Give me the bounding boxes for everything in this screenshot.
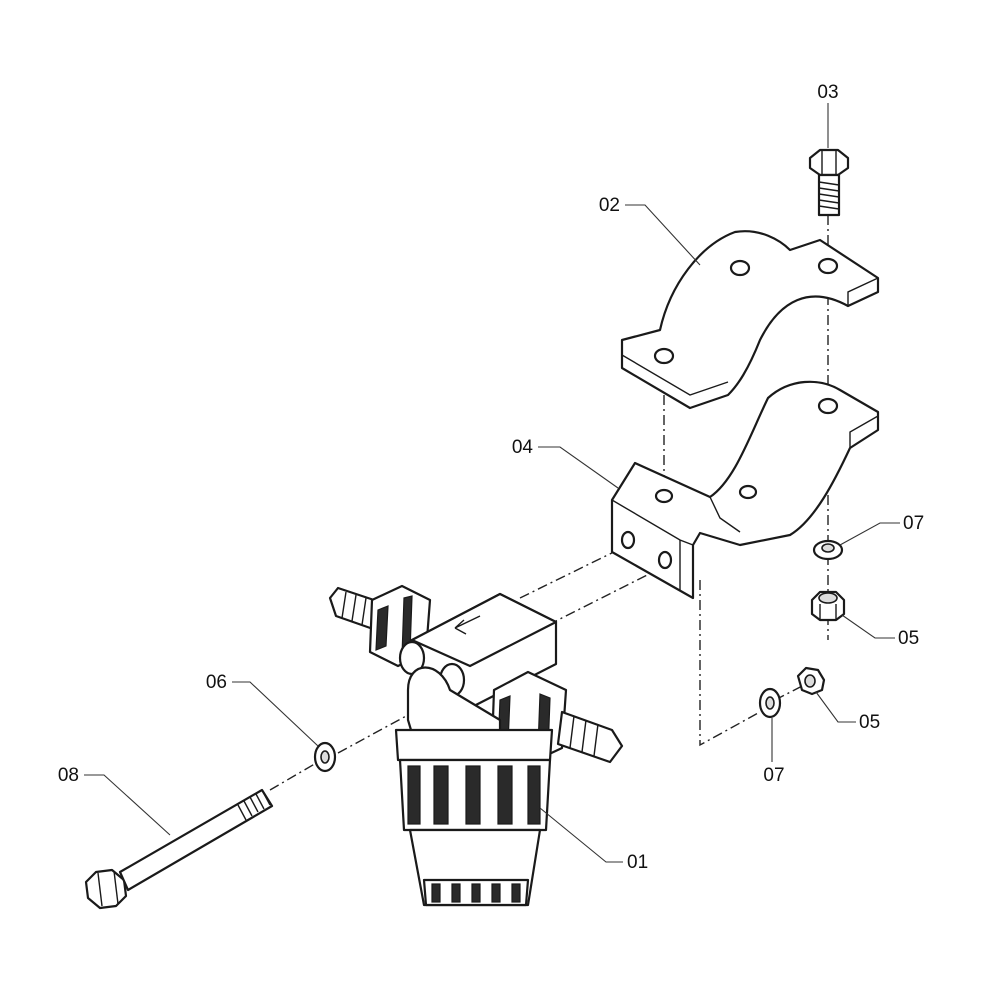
callout-02: 02 (599, 195, 620, 216)
callout-labels: 03 02 04 07 05 05 07 06 08 01 (58, 82, 924, 873)
clamp-upper-half (620, 230, 880, 410)
axis-bracket-upper (519, 544, 629, 599)
clamp-lower-bracket (610, 380, 880, 600)
callout-07-upper: 07 (903, 513, 924, 534)
leader-08 (84, 774, 171, 836)
washer-flat (313, 741, 337, 773)
nut-upper (810, 590, 846, 622)
axis-washer-filter (337, 714, 409, 754)
callout-04: 04 (512, 437, 534, 458)
leader-04 (538, 446, 619, 489)
callout-06: 06 (206, 672, 227, 693)
washer-upper (812, 539, 844, 561)
callout-leaders (84, 103, 900, 863)
axis-bolt-long (269, 761, 319, 791)
callout-03: 03 (817, 82, 838, 103)
leader-02 (625, 204, 701, 266)
axis-bracket-nut (699, 580, 761, 747)
callout-07-lower: 07 (763, 765, 784, 786)
bowl-ribs (407, 765, 541, 825)
hex-bolt-long (84, 788, 274, 910)
leader-01 (539, 807, 623, 863)
filter-assembly (328, 584, 624, 907)
callout-08: 08 (58, 765, 79, 786)
leader-05b (815, 691, 856, 723)
callout-05-lower: 05 (859, 712, 880, 733)
leader-07a (839, 522, 900, 546)
washer-lower (758, 687, 782, 719)
hex-bolt-short (808, 148, 850, 217)
axis-nut-washer (774, 681, 811, 701)
nut-lower (796, 666, 826, 696)
leader-05a (841, 614, 895, 639)
leader-06 (232, 681, 319, 747)
callout-01: 01 (627, 852, 648, 873)
axis-bracket-lower (547, 565, 666, 626)
callout-05-upper: 05 (898, 628, 919, 649)
